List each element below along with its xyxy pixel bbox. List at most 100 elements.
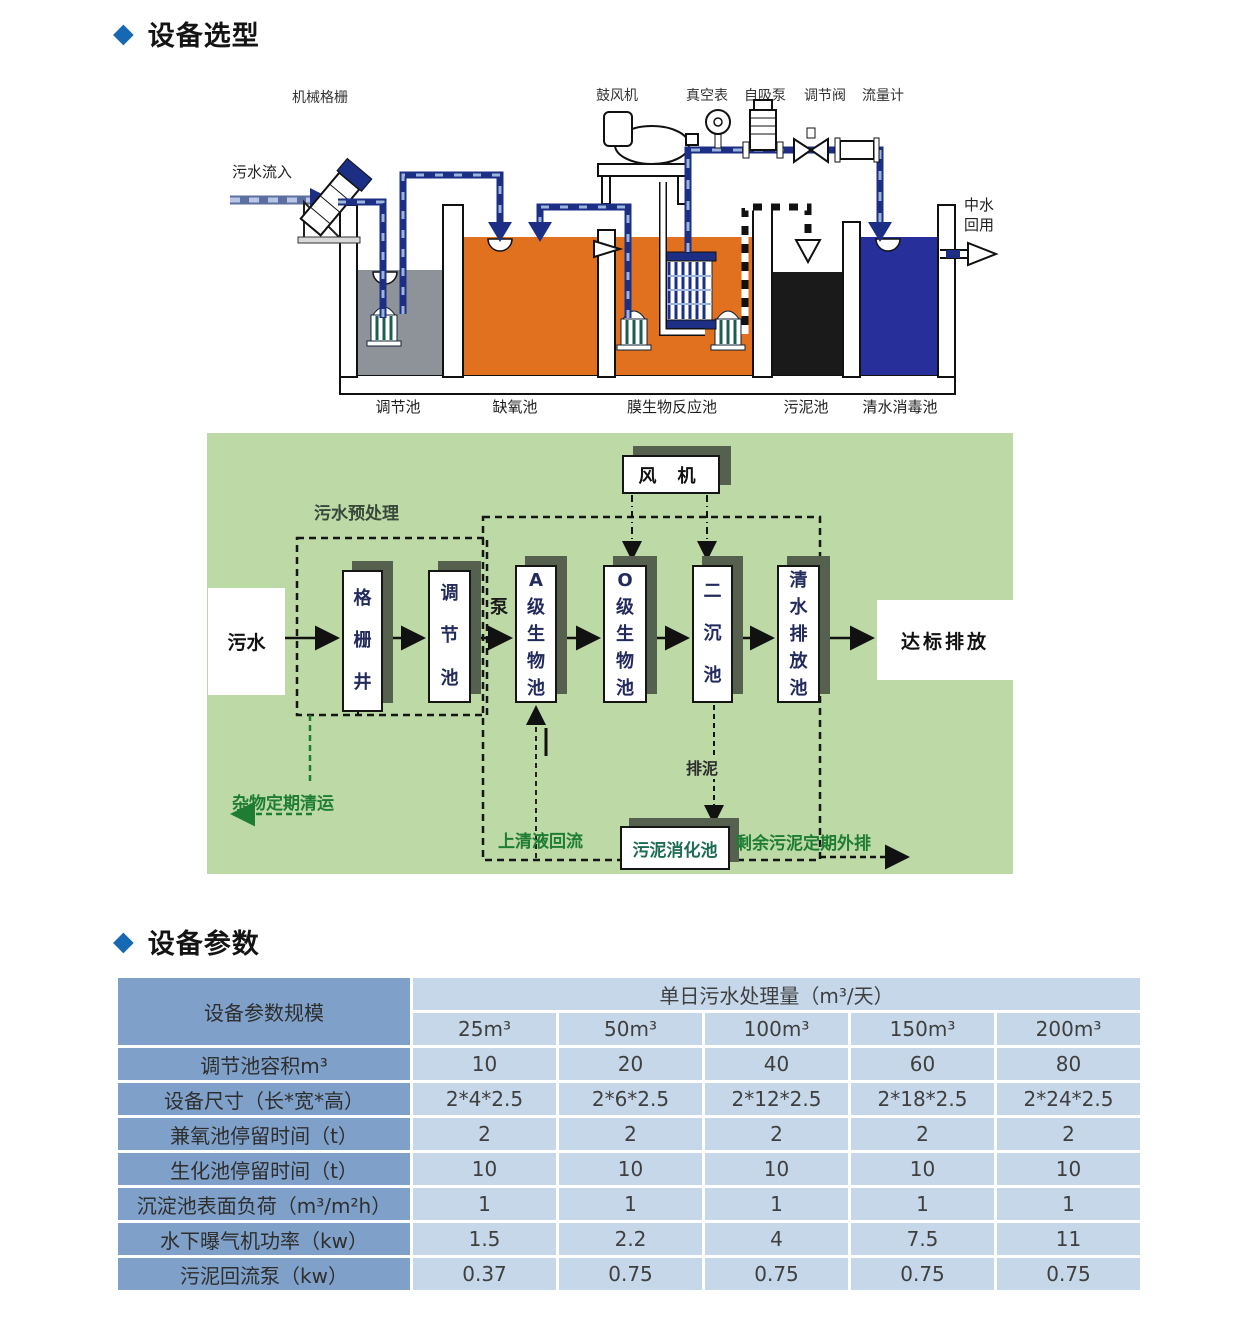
cell: 11 — [997, 1223, 1140, 1255]
col-header: 200m³ — [997, 1013, 1140, 1045]
cell: 60 — [851, 1048, 994, 1080]
cell: 2 — [559, 1118, 702, 1150]
sludge-discharge-label: 排泥 — [684, 755, 721, 779]
cell: 0.75 — [851, 1258, 994, 1290]
cell: 10 — [705, 1153, 848, 1185]
cell: 0.75 — [559, 1258, 702, 1290]
secondary-settling-label: 二沉池 — [703, 580, 722, 687]
mechanical-screen — [297, 157, 373, 244]
sludge-digester-label: 污泥消化池 — [632, 840, 718, 860]
a-bio-box: A级生物池 — [515, 565, 557, 703]
pump-label: 泵 — [490, 597, 508, 617]
col-header: 100m³ — [705, 1013, 848, 1045]
flow-meter — [834, 137, 880, 163]
col-header: 25m³ — [413, 1013, 556, 1045]
row-label: 调节池容积m³ — [118, 1048, 410, 1080]
col-header: 50m³ — [559, 1013, 702, 1045]
pretreatment-dashed-box — [295, 536, 489, 717]
cell: 10 — [851, 1153, 994, 1185]
row-label: 水下曝气机功率（kw） — [118, 1223, 410, 1255]
excess-sludge-label: 剩余污泥定期外排 — [735, 834, 871, 853]
flow-meter-label: 流量计 — [862, 88, 904, 104]
table-row: 生化池停留时间（t） 10 10 10 10 10 — [118, 1153, 1140, 1185]
tank-label-sludge: 污泥池 — [783, 398, 828, 416]
cell: 0.37 — [413, 1258, 556, 1290]
cell: 10 — [413, 1048, 556, 1080]
table-row: 兼氧池停留时间（t） 2 2 2 2 2 — [118, 1118, 1140, 1150]
section-title: 设备参数 — [147, 929, 260, 959]
tank-walls — [339, 204, 956, 378]
tank-label-anoxic: 缺氧池 — [492, 398, 537, 416]
col-header: 150m³ — [851, 1013, 994, 1045]
row-label: 设备尺寸（长*宽*高） — [118, 1083, 410, 1115]
cell: 1 — [851, 1188, 994, 1220]
reuse-label-2: 回用 — [964, 216, 994, 234]
aerator-pump-mbr — [710, 310, 746, 351]
membrane-module — [659, 251, 717, 330]
diamond-icon: ◆ — [113, 926, 134, 956]
input-box: 污水 — [208, 588, 285, 695]
cell: 2*18*2.5 — [851, 1083, 994, 1115]
anoxic-tank-water — [463, 237, 598, 375]
cell: 7.5 — [851, 1223, 994, 1255]
tank-label-clean: 清水消毒池 — [862, 398, 937, 416]
process-flowchart-panel: 风 机 污水 格栅井 调节池 A级生物池 O级生物池 二沉池 清水排放池 达标排… — [207, 433, 1013, 874]
table-row: 设备参数规模 单日污水处理量（m³/天） — [118, 978, 1140, 1045]
cell: 1 — [413, 1188, 556, 1220]
blower-label: 鼓风机 — [596, 88, 638, 104]
vacuum-gauge-label: 真空表 — [686, 88, 728, 104]
inflow-label: 污水流入 — [232, 163, 292, 181]
regulating-valve — [793, 127, 829, 164]
row-label: 兼氧池停留时间（t） — [118, 1118, 410, 1150]
vacuum-gauge — [705, 109, 731, 149]
supernatant-label: 上清液回流 — [498, 832, 583, 851]
cell: 20 — [559, 1048, 702, 1080]
cell: 10 — [559, 1153, 702, 1185]
clean-discharge-box: 清水排放池 — [777, 565, 820, 703]
fan-box: 风 机 — [622, 455, 720, 494]
row-label: 沉淀池表面负荷（m³/m²h） — [118, 1188, 410, 1220]
table-row: 设备尺寸（长*宽*高） 2*4*2.5 2*6*2.5 2*12*2.5 2*1… — [118, 1083, 1140, 1115]
cell: 1 — [705, 1188, 848, 1220]
cell: 40 — [705, 1048, 848, 1080]
cell: 2 — [413, 1118, 556, 1150]
table-row: 25m³ 50m³ 100m³ 150m³ 200m³ — [118, 1013, 1140, 1045]
cell: 2*6*2.5 — [559, 1083, 702, 1115]
regulation-box: 调节池 — [428, 570, 471, 703]
tank-label-regulation: 调节池 — [375, 398, 420, 416]
self-priming-pump — [742, 99, 784, 159]
fan-box-label: 风 机 — [638, 465, 704, 486]
cell: 10 — [997, 1153, 1140, 1185]
reuse-label-1: 中水 — [964, 196, 994, 214]
blower — [597, 111, 699, 205]
cell: 2 — [705, 1118, 848, 1150]
recycle-pump-mbr — [616, 310, 652, 351]
basin-structure — [339, 374, 956, 395]
grid-well-box: 格栅井 — [342, 570, 383, 712]
biotreatment-dashed-box — [481, 515, 822, 862]
row-label: 生化池停留时间（t） — [118, 1153, 410, 1185]
cell: 10 — [413, 1153, 556, 1185]
regulation-label: 调节池 — [440, 583, 459, 689]
cell: 4 — [705, 1223, 848, 1255]
pretreatment-label: 污水预处理 — [314, 504, 399, 523]
cell: 2.2 — [559, 1223, 702, 1255]
fan-air-lines — [622, 495, 717, 561]
section-equipment-parameters-heading: ◆ 设备参数 — [113, 922, 260, 961]
table-row: 调节池容积m³ 10 20 40 60 80 — [118, 1048, 1140, 1080]
table-row: 沉淀池表面负荷（m³/m²h） 1 1 1 1 1 — [118, 1188, 1140, 1220]
table-row: 水下曝气机功率（kw） 1.5 2.2 4 7.5 11 — [118, 1223, 1140, 1255]
cell: 1 — [559, 1188, 702, 1220]
tank-waters — [357, 237, 938, 375]
tank-label-mbr: 膜生物反应池 — [627, 398, 717, 416]
cell: 0.75 — [705, 1258, 848, 1290]
clean-discharge-label: 清水排放池 — [789, 569, 808, 699]
input-box-label: 污水 — [227, 633, 266, 654]
cell: 2 — [851, 1118, 994, 1150]
submersible-pump-regulation — [366, 306, 402, 347]
cell: 1 — [997, 1188, 1140, 1220]
a-bio-label: A级生物池 — [527, 569, 545, 699]
sludge-digester-box: 污泥消化池 — [620, 826, 730, 870]
treatment-process-diagram: 机械格栅 鼓风机 真空表 自吸泵 调节阀 流量计 污水流入 中水 回用 — [230, 88, 999, 416]
mechanical-screen-label: 机械格栅 — [292, 90, 348, 106]
